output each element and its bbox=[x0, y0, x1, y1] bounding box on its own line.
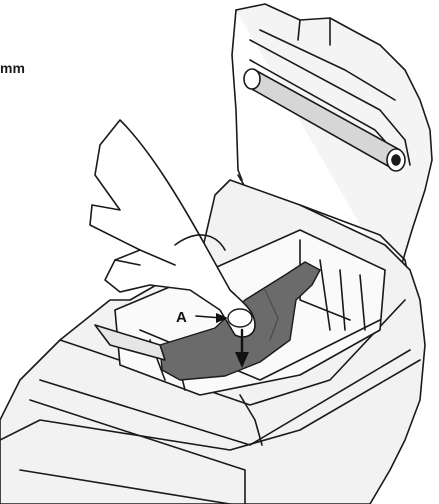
front-guide-line bbox=[239, 394, 263, 446]
callout-a-leader bbox=[195, 313, 228, 323]
dimension-unit-label: mm bbox=[0, 60, 25, 76]
left-guide bbox=[94, 324, 166, 361]
hand bbox=[89, 119, 256, 338]
callout-a-label: A bbox=[176, 309, 187, 326]
platen-roller bbox=[243, 68, 406, 172]
press-arrow bbox=[235, 328, 249, 368]
